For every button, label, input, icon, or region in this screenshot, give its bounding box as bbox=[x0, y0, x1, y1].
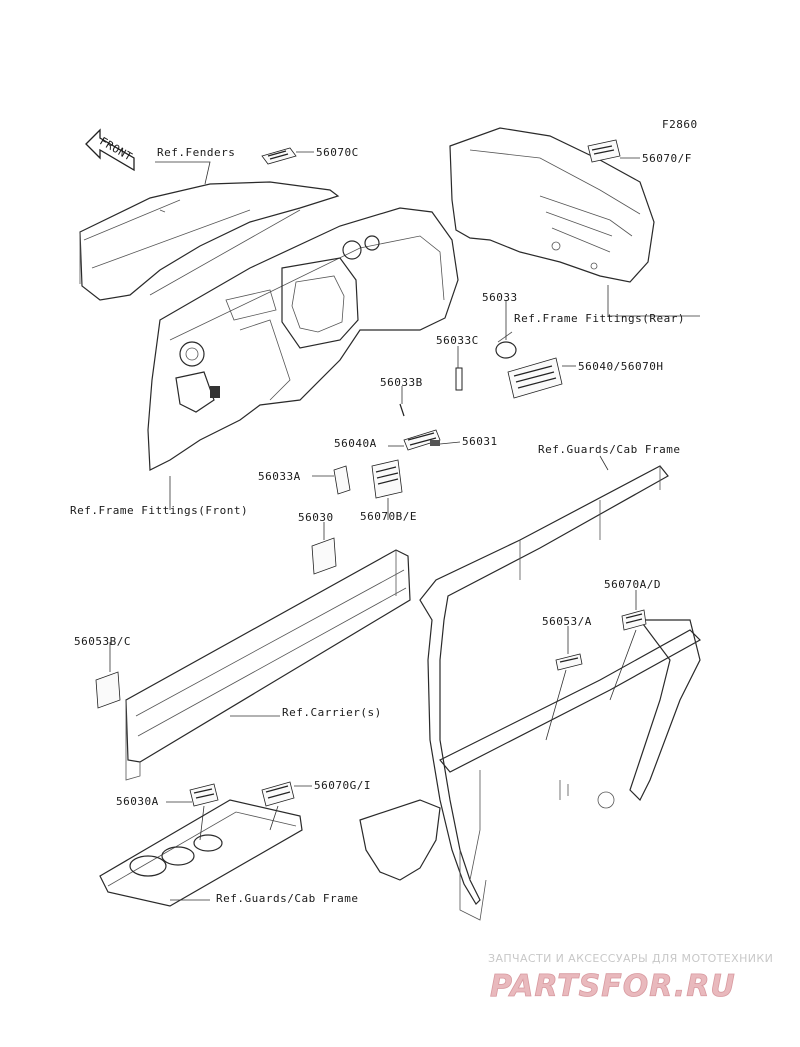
callout-56040-56070H: 56040/56070H bbox=[578, 360, 663, 373]
pin-56033B bbox=[399, 403, 405, 417]
callout-56070AD: 56070A/D bbox=[604, 578, 661, 591]
dashboard bbox=[147, 207, 459, 471]
callout-56070F: 56070/F bbox=[642, 152, 692, 165]
callout-56030A: 56030A bbox=[116, 795, 159, 808]
decal-56053BC bbox=[95, 671, 121, 709]
front-arrow-icon: FRONT bbox=[85, 128, 135, 172]
decal-56070BE bbox=[371, 459, 403, 499]
watermark-logo: PARTSFOR.RU bbox=[490, 969, 736, 1004]
fender-panel bbox=[79, 181, 340, 301]
ref-guards-cab-frame-bottom: Ref.Guards/Cab Frame bbox=[216, 892, 358, 905]
callout-56040A: 56040A bbox=[334, 437, 377, 450]
decal-56030A bbox=[189, 783, 219, 807]
ref-guards-cab-frame-top: Ref.Guards/Cab Frame bbox=[538, 443, 680, 456]
decal-56070C bbox=[261, 147, 297, 165]
callout-56033: 56033 bbox=[482, 291, 518, 304]
ref-fenders: Ref.Fenders bbox=[157, 146, 235, 159]
callout-56033C: 56033C bbox=[436, 334, 479, 347]
decal-56053A bbox=[555, 653, 583, 671]
watermark-tagline: ЗАПЧАСТИ И АКСЕССУАРЫ ДЛЯ МОТОТЕХНИКИ bbox=[488, 952, 773, 965]
ref-carrier: Ref.Carrier(s) bbox=[282, 706, 382, 719]
callout-56053A: 56053/A bbox=[542, 615, 592, 628]
decal-56070GI bbox=[261, 781, 295, 807]
callout-56070GI: 56070G/I bbox=[314, 779, 371, 792]
callout-56053BC: 56053B/C bbox=[74, 635, 131, 648]
ref-frame-fittings-rear: Ref.Frame Fittings(Rear) bbox=[514, 312, 685, 325]
callout-56031: 56031 bbox=[462, 435, 498, 448]
leader-lines bbox=[109, 151, 700, 901]
decal-56033A bbox=[333, 465, 351, 495]
rear-fender bbox=[449, 127, 655, 283]
callout-56033A: 56033A bbox=[258, 470, 301, 483]
clip-56033 bbox=[495, 331, 517, 359]
decal-56070F bbox=[587, 139, 621, 163]
callout-56070BE: 56070B/E bbox=[360, 510, 417, 523]
carrier-board bbox=[125, 549, 411, 781]
figure-id: F2860 bbox=[662, 118, 698, 131]
decal-56040-56070H bbox=[507, 357, 563, 399]
decal-56031 bbox=[430, 440, 440, 446]
callout-56070C: 56070C bbox=[316, 146, 359, 159]
decal-56070AD bbox=[621, 609, 647, 631]
decal-56030 bbox=[311, 537, 337, 575]
strip-56033C bbox=[455, 367, 463, 391]
ref-frame-fittings-front: Ref.Frame Fittings(Front) bbox=[70, 504, 248, 517]
floor-panel bbox=[99, 799, 303, 907]
cab-frame bbox=[359, 465, 701, 921]
callout-56030: 56030 bbox=[298, 511, 334, 524]
callout-56033B: 56033B bbox=[380, 376, 423, 389]
